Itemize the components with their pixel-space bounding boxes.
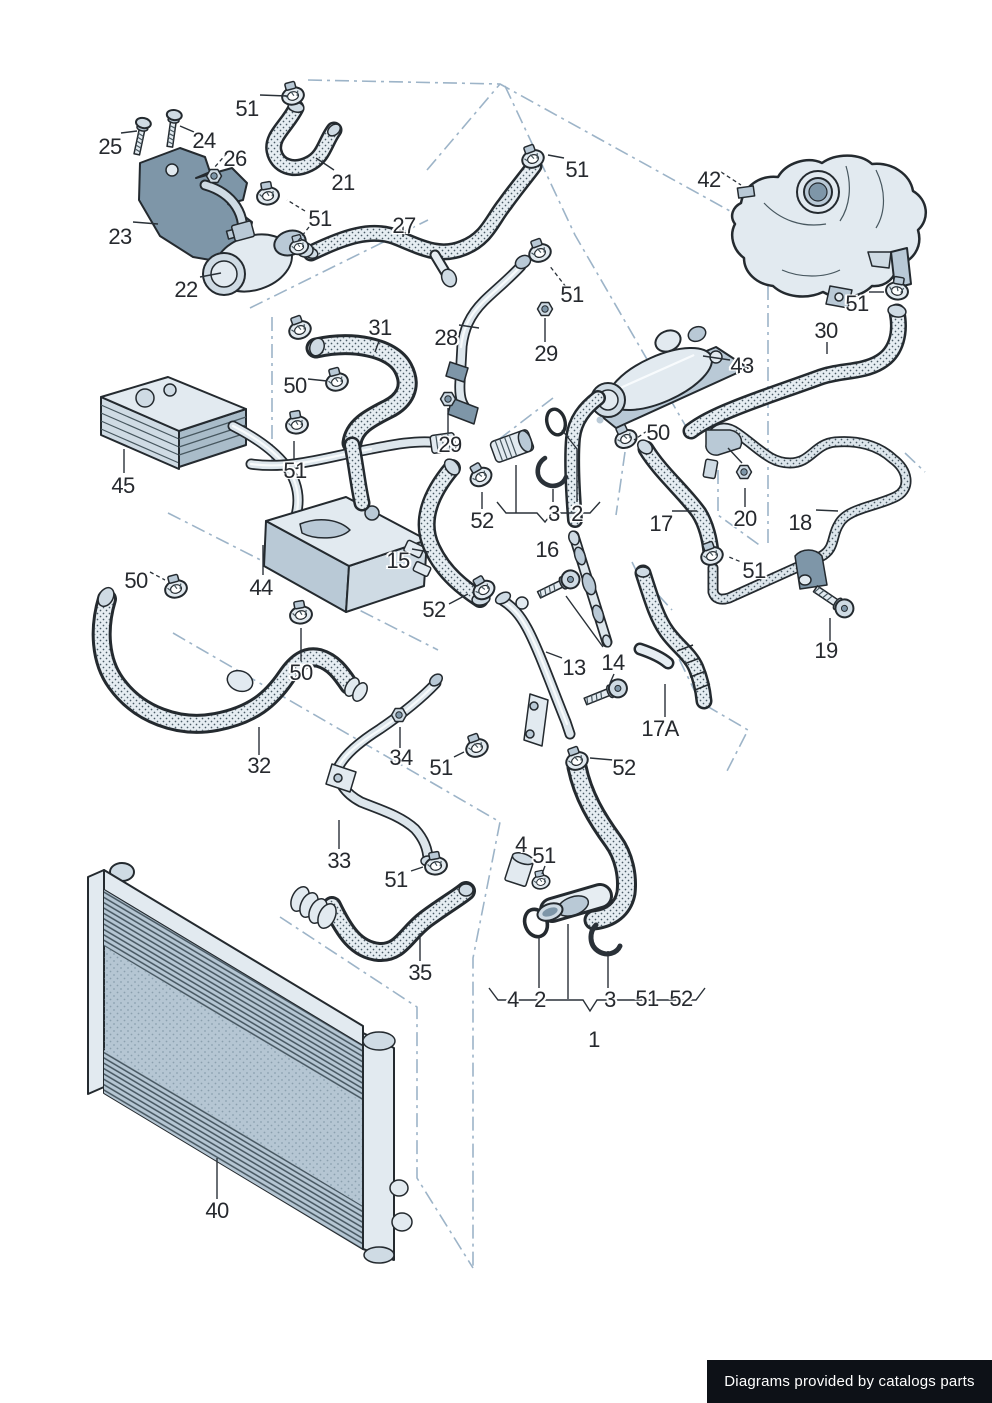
part-1-elbow-fitting <box>536 883 613 923</box>
part-1-connecting-hose <box>564 390 637 931</box>
part-42-expansion-tank <box>730 154 927 309</box>
part-16-pipe <box>568 530 613 648</box>
part-28-pipe <box>445 254 532 425</box>
part-21-hose <box>265 99 343 176</box>
part-31-hose <box>305 334 418 512</box>
part-44-heat-exchanger <box>263 496 432 613</box>
part-35-hose <box>290 881 476 962</box>
part-40-radiator <box>87 862 413 1264</box>
leader-lines <box>120 94 884 1199</box>
part-33-pipe <box>325 673 444 867</box>
part-threaded-connector <box>489 429 535 463</box>
part-32-hose <box>91 586 368 734</box>
part-45-oil-cooler <box>100 376 247 470</box>
footer-credit-text: Diagrams provided by catalogs parts <box>724 1373 975 1390</box>
part-3-spring-clip <box>535 455 623 957</box>
part-18-pipe <box>702 422 912 605</box>
part-13-pipe <box>494 591 576 747</box>
part-17A-hose <box>633 564 713 710</box>
part-4-sleeve <box>504 852 535 887</box>
part-17-hose <box>637 439 720 562</box>
footer-credit-badge: Diagrams provided by catalogs parts <box>707 1360 992 1403</box>
part-27-hose <box>302 157 543 288</box>
part-15-hose <box>417 458 491 608</box>
part-43-housing <box>583 325 749 429</box>
part-30-hose <box>682 303 907 440</box>
